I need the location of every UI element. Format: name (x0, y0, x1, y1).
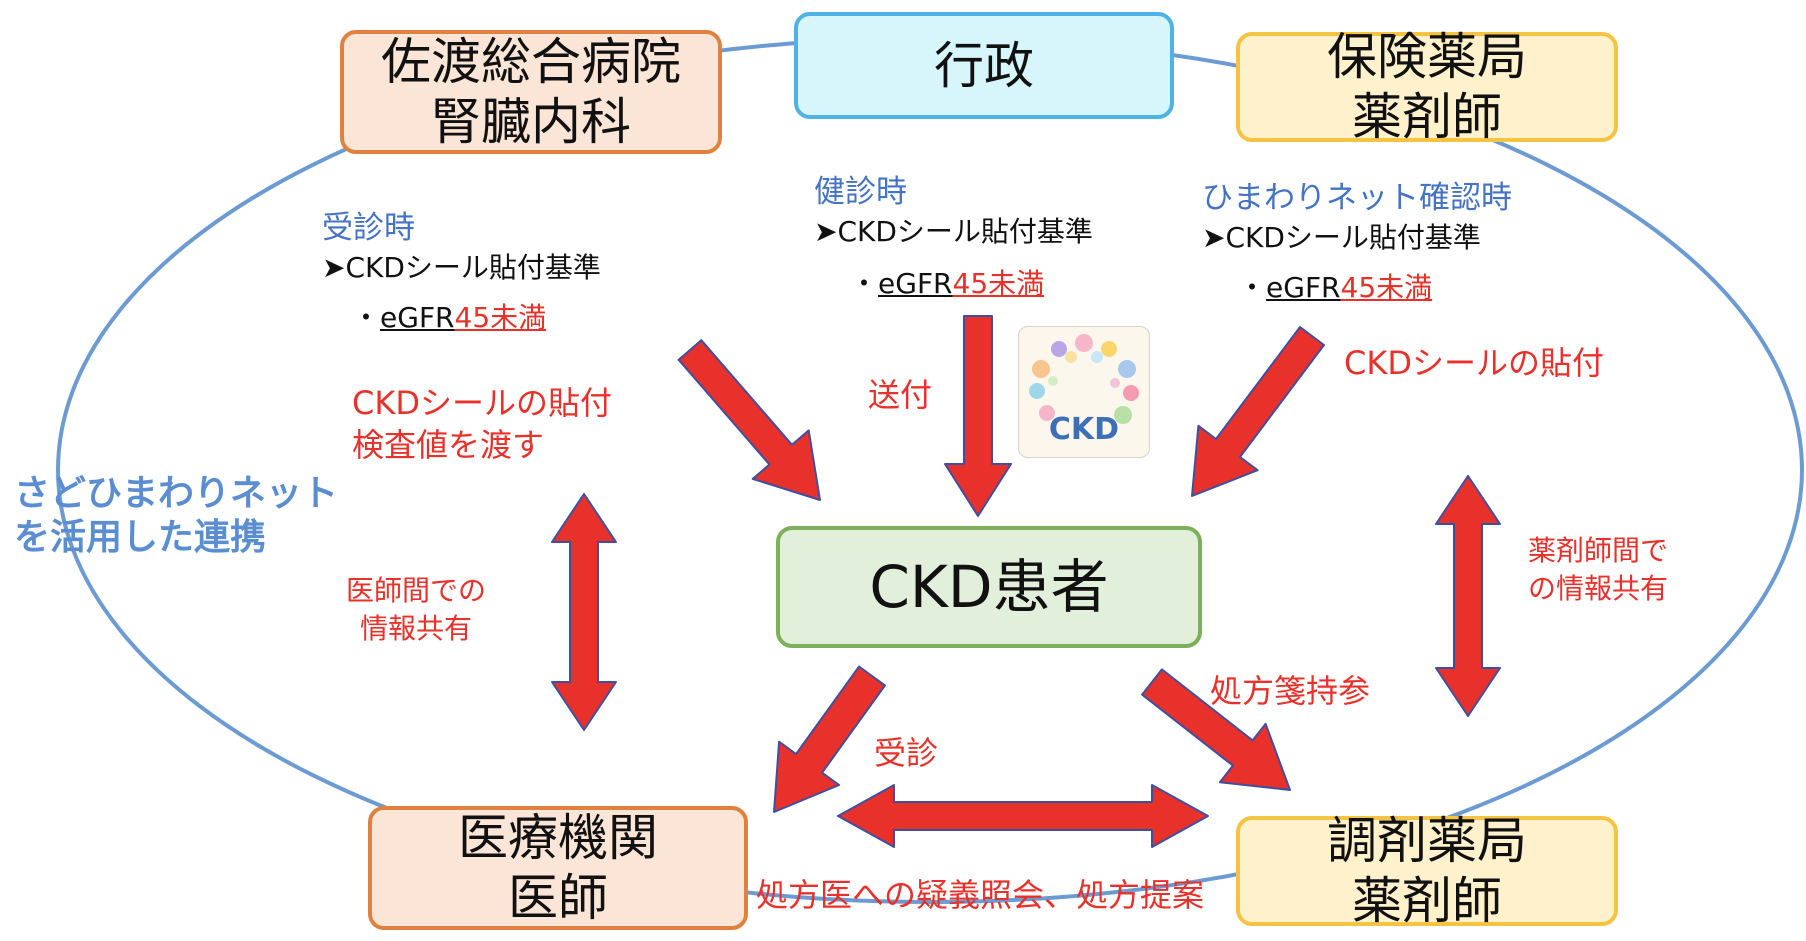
arrow-patient-to-dispensing-pharmacy (1141, 668, 1291, 791)
left-panel-criterion: ・eGFR45未満 (352, 296, 546, 336)
arrows-layer (551, 315, 1501, 848)
arrow-pharmacy-to-patient (1191, 326, 1325, 497)
left-panel-egfr: eGFR (380, 301, 455, 334)
doctor-share-line2: 情報共有 (359, 612, 472, 645)
right-panel-egfr: eGFR (1266, 271, 1341, 304)
left-panel-threshold: 45未満 (454, 301, 547, 334)
dispensing-pharmacy-box: 調剤薬局 薬剤師 (1236, 812, 1618, 930)
dispensing-pharmacy-name: 調剤薬局 (1327, 812, 1527, 870)
hospital-department: 腎臓内科 (431, 93, 631, 151)
center-panel-heading: 健診時 (814, 174, 907, 210)
ckd-sticker-logo: CKD (1018, 326, 1150, 458)
network-label: さどひまわりネット を活用した連携 (14, 472, 338, 560)
right-panel-bullet: ・ (1238, 271, 1267, 304)
ckd-logo-text: CKD (1049, 412, 1119, 447)
insurance-pharmacy-name: 保険薬局 (1327, 28, 1527, 86)
administration-label: 行政 (934, 36, 1034, 95)
ckd-patient-box: CKD患者 (776, 526, 1202, 648)
right-panel-criterion: ・eGFR45未満 (1238, 266, 1432, 306)
ckd-patient-label: CKD患者 (869, 553, 1109, 621)
left-panel-action-line2: 検査値を渡す (352, 426, 545, 464)
hospital-nephrology-box: 佐渡総合病院 腎臓内科 (340, 30, 722, 154)
network-label-line1: さどひまわりネット (14, 473, 339, 514)
arrow-hospital-to-patient (677, 339, 821, 501)
clinic-role: 医師 (508, 869, 608, 927)
pharmacist-share-line1: 薬剤師間で (1527, 534, 1668, 567)
left-panel-action-line1: CKDシールの貼付 (352, 384, 612, 422)
center-panel-criteria-title: ➤CKDシール貼付基準 (814, 215, 1093, 248)
doctor-share-label: 医師間での 情報共有 (336, 572, 496, 648)
inquiry-label: 処方医への疑義照会、処方提案 (756, 876, 1205, 914)
arrow-pharmacist-information-sharing (1435, 475, 1501, 717)
administration-box: 行政 (794, 12, 1174, 119)
clinic-doctor-box: 医療機関 医師 (368, 806, 748, 930)
right-panel-threshold: 45未満 (1340, 271, 1433, 304)
center-panel-egfr: eGFR (878, 267, 953, 300)
left-panel-heading: 受診時 (322, 210, 415, 246)
network-label-line2: を活用した連携 (14, 517, 267, 558)
arrow-patient-to-clinic (773, 665, 886, 813)
send-label: 送付 (868, 376, 933, 414)
doctor-share-line1: 医師間での (345, 574, 486, 607)
insurance-pharmacy-role: 薬剤師 (1352, 88, 1502, 146)
hospital-name: 佐渡総合病院 (381, 33, 681, 91)
clinic-name: 医療機関 (458, 809, 658, 867)
right-panel-heading: ひまわりネット確認時 (1202, 180, 1512, 216)
dispensing-pharmacy-role: 薬剤師 (1352, 872, 1502, 930)
center-panel-bullet: ・ (850, 267, 879, 300)
left-panel-bullet: ・ (352, 301, 381, 334)
bring-prescription-label: 処方箋持参 (1210, 672, 1371, 710)
center-panel-criterion: ・eGFR45未満 (850, 262, 1044, 302)
pharmacist-share-line2: の情報共有 (1527, 572, 1668, 605)
arrow-admin-to-patient (944, 315, 1012, 517)
center-panel-threshold: 45未満 (952, 267, 1045, 300)
insurance-pharmacy-box: 保険薬局 薬剤師 (1236, 28, 1618, 146)
ckd-flower-ring: CKD (1029, 334, 1139, 447)
flower-ring-icon (1029, 334, 1139, 424)
right-panel-criteria-title: ➤CKDシール貼付基準 (1202, 221, 1481, 254)
arrow-doctor-pharmacy-inquiry (837, 784, 1209, 848)
right-panel-action: CKDシールの貼付 (1344, 344, 1604, 382)
left-panel-criteria-title: ➤CKDシール貼付基準 (322, 251, 601, 284)
visit-label: 受診 (874, 734, 939, 772)
pharmacist-share-label: 薬剤師間で の情報共有 (1518, 532, 1678, 608)
arrow-doctor-information-sharing (551, 493, 617, 731)
